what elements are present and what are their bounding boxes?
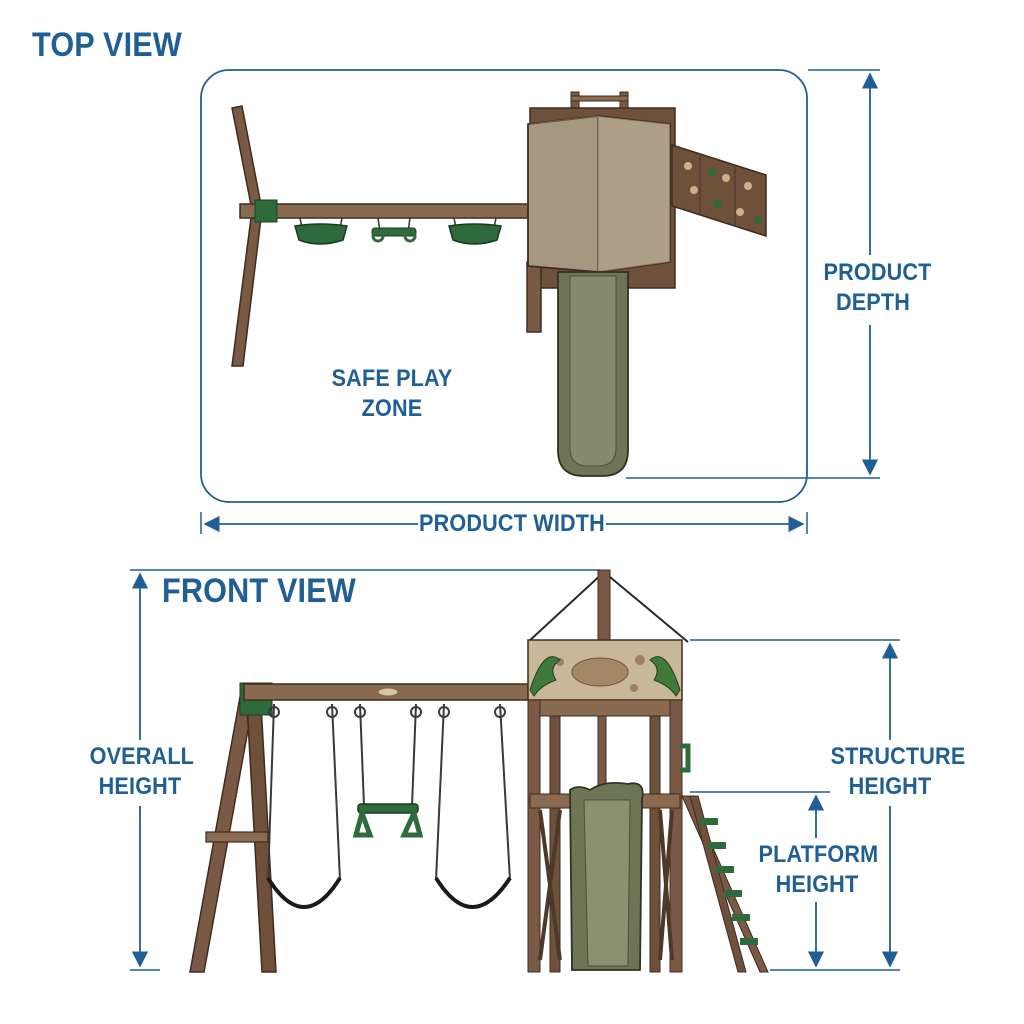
front-tower-roof: [527, 569, 689, 643]
overall-height-label-line-2: HEIGHT: [98, 773, 182, 800]
top-swing-beam: [239, 203, 531, 219]
top-canopy-roof: [527, 115, 671, 273]
safe-play-zone-label: SAFE PLAY ZONE: [331, 365, 453, 422]
product-depth-label-line-1: PRODUCT: [823, 259, 932, 286]
platform-height-label-line-1: PLATFORM: [758, 841, 879, 868]
structure-height-label-line-2: HEIGHT: [848, 773, 932, 800]
platform-height-label: PLATFORM HEIGHT: [758, 840, 879, 900]
product-width-dimension: [200, 512, 808, 534]
front-a-frame: [189, 682, 277, 973]
top-trapeze-bar: [371, 217, 417, 243]
front-swing-right: [434, 703, 512, 909]
front-view: [130, 569, 900, 973]
platform-height-dimension: [690, 791, 830, 968]
front-view-title: FRONT VIEW: [162, 572, 356, 610]
product-width-label: PRODUCT WIDTH: [418, 509, 606, 539]
platform-height-label-line-2: HEIGHT: [775, 871, 859, 898]
front-tower-banner: [527, 639, 683, 701]
top-a-frame: [231, 105, 269, 367]
top-swing-seat-right: [448, 217, 502, 245]
top-view-title: TOP VIEW: [32, 26, 182, 64]
top-view: [200, 69, 880, 534]
structure-height-label-line-1: STRUCTURE: [830, 743, 966, 770]
safe-play-zone-boundary: [200, 69, 808, 503]
overall-height-label-line-1: OVERALL: [89, 743, 195, 770]
front-swing-left: [266, 703, 342, 909]
front-trapeze-bar: [352, 703, 424, 838]
front-slide: [569, 781, 644, 971]
structure-height-label: STRUCTURE HEIGHT: [830, 742, 966, 802]
product-depth-dimension: [626, 69, 880, 479]
front-ladder: [681, 795, 769, 973]
structure-height-dimension: [690, 639, 900, 971]
overall-height-dimension: [130, 569, 600, 971]
product-depth-label-line-2: DEPTH: [835, 289, 911, 316]
top-rock-wall: [671, 143, 767, 238]
top-slide: [557, 271, 629, 477]
overall-height-label: OVERALL HEIGHT: [89, 742, 195, 802]
top-swing-seat-left: [294, 217, 348, 245]
product-depth-label: PRODUCT DEPTH: [823, 258, 932, 318]
